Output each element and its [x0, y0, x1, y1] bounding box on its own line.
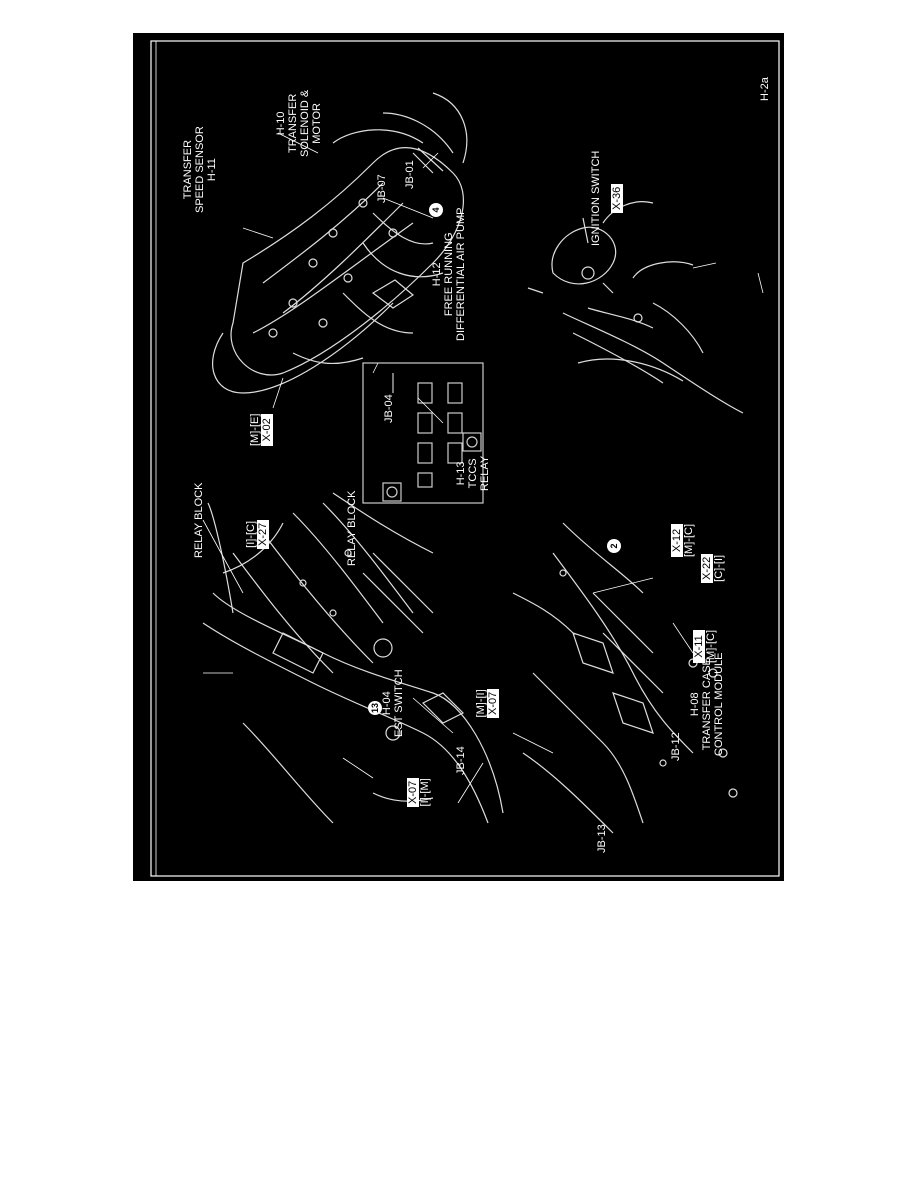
- tccs-leader: [417, 397, 444, 424]
- diagram-sheet: H-2a TRANSFER SPEED SENSOR H-11 H-10 TRA…: [133, 33, 784, 881]
- est-switch-label: H-04 EST SWITCH: [381, 669, 405, 737]
- x36-callout: X-36: [611, 183, 623, 213]
- lower-harness-illustration: [512, 522, 738, 834]
- transfer-case-module-label: H-08 TRANSFER CASE CONTROL MODULE: [689, 652, 725, 757]
- transfer-solenoid-label: H-10 TRANSFER SOLENOID & MOTOR: [275, 89, 323, 157]
- ignition-leader: [692, 262, 717, 269]
- jb13-label: JB-13: [596, 824, 608, 853]
- jb04-label: JB-04: [383, 394, 395, 423]
- circle-marker-13: 13: [368, 701, 382, 715]
- x07-left-code-box: X-07: [407, 777, 419, 807]
- lower-leader-lines: [457, 272, 764, 804]
- jb14-label: JB-14: [455, 746, 467, 775]
- jb12-label: JB-12: [670, 732, 682, 761]
- x12-callout: X-12 [M]-[C]: [671, 524, 695, 557]
- dashboard-leader-lines: [202, 519, 454, 779]
- x12-code-box: X-12: [671, 524, 683, 557]
- circle-marker-2: 2: [607, 539, 621, 553]
- x27-callout: [I]-[C] X-27: [245, 519, 269, 549]
- engine-compartment-illustration: [212, 92, 468, 394]
- rotated-label-layer: H-2a TRANSFER SPEED SENSOR H-11 H-10 TRA…: [133, 33, 784, 881]
- ignition-switch-label: IGNITION SWITCH: [590, 150, 602, 246]
- x02-callout: [M]-[E] X-02: [249, 413, 273, 446]
- x36-code-box: X-36: [611, 183, 623, 213]
- x07-bottom-code-box: X-07: [487, 688, 499, 718]
- relay-block-detail-label: RELAY BLOCK: [346, 490, 358, 566]
- jb07-label: JB-07: [376, 174, 388, 203]
- x22-code-box: X-22: [701, 553, 713, 583]
- free-running-label: H-12 FREE RUNNING DIFFERENTIAL AIR PUMP: [431, 207, 467, 341]
- page-code: H-2a: [759, 77, 771, 101]
- relay-block-top-label: RELAY BLOCK: [193, 482, 205, 558]
- relay-block-detail: [362, 362, 484, 504]
- transfer-speed-sensor-label: TRANSFER SPEED SENSOR H-11: [182, 126, 218, 213]
- engine-leader-lines: [242, 132, 439, 409]
- jb01-label: JB-01: [404, 160, 416, 189]
- x07-bottom-callout: [M]-[I] X-07: [475, 688, 499, 718]
- x27-code-box: X-27: [257, 519, 269, 549]
- dashboard-illustration: [202, 492, 504, 824]
- x02-code-box: X-02: [261, 413, 273, 446]
- wiring-diagram-art: [150, 40, 780, 877]
- tccs-relay-label: H-13 TCCS RELAY: [455, 455, 491, 491]
- inner-frame: [150, 40, 780, 877]
- steering-column-illustration: [527, 201, 744, 414]
- x11-callout: X-11 [M]-[C]: [693, 630, 717, 663]
- x22-callout: X-22 [C]-[I]: [701, 553, 725, 583]
- x07-left-callout: X-07 [I]-[M]: [407, 777, 431, 807]
- x11-code-box: X-11: [693, 630, 705, 663]
